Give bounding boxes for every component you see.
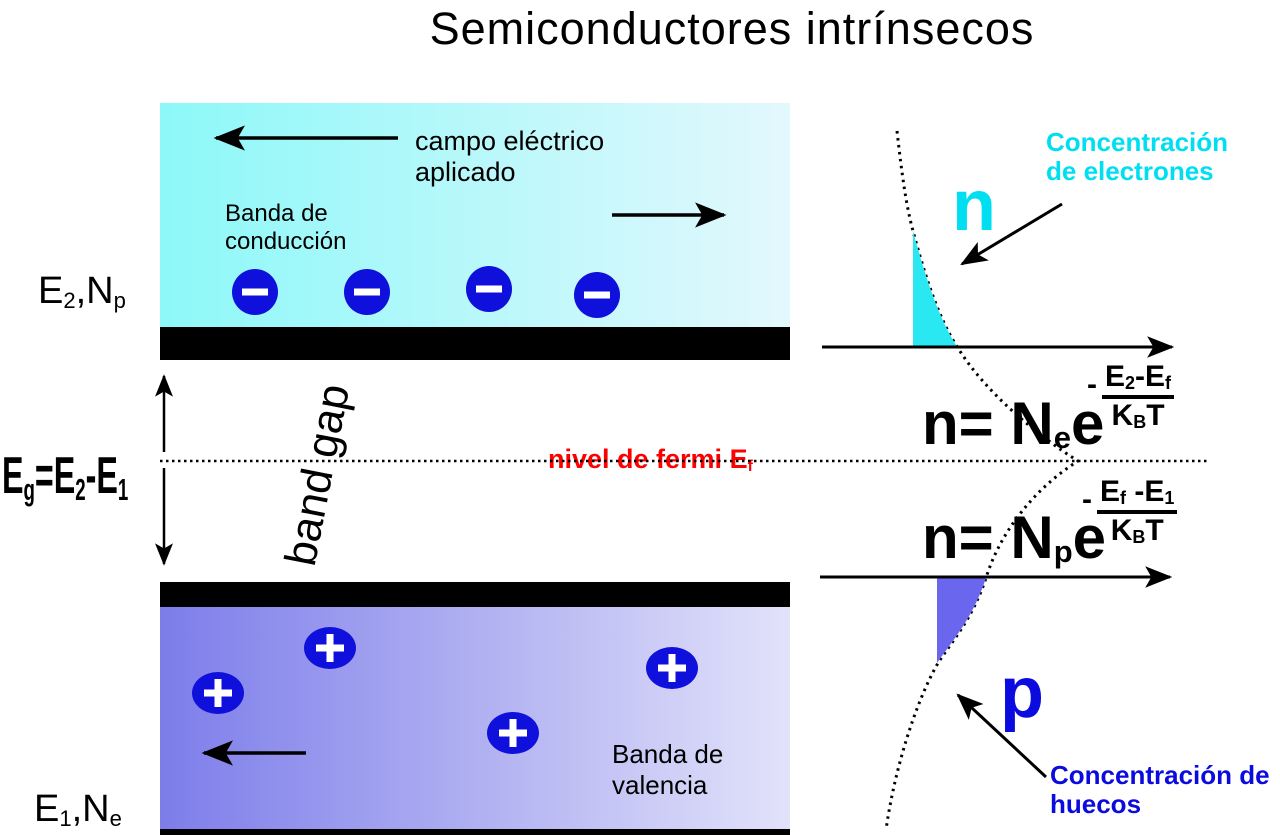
e2-np-label: E2,Np <box>38 270 126 313</box>
conduction-band-label-line1: Banda de <box>225 200 328 227</box>
den-t: T <box>1146 399 1165 432</box>
hole-particle <box>192 672 244 714</box>
hole-concentration-line1: Concentración de <box>1050 760 1270 790</box>
num-e1-sub: 1 <box>1164 487 1175 508</box>
e2-rest: ,N <box>75 270 114 312</box>
e1-nsub: e <box>109 805 122 831</box>
formula-p-lhs: n= N <box>922 504 1054 571</box>
electron-concentration-formula: n= Nee <box>922 389 1104 458</box>
electron-concentration-line1: Concentración <box>1046 127 1229 157</box>
den-k: K <box>1110 514 1133 547</box>
e1-ne-label: E1,Ne <box>34 788 122 831</box>
den-k-sub: B <box>1133 411 1147 432</box>
exp-denominator: KBT <box>1111 514 1164 548</box>
den-k-sub: B <box>1132 526 1146 547</box>
conduction-band-label: Banda de conducción <box>225 200 346 256</box>
valence-band-label-line1: Banda de <box>612 739 724 769</box>
valence-band-label: Banda de valencia <box>612 739 723 801</box>
valence-band <box>160 607 790 829</box>
valence-band-bottom-bar <box>160 829 790 835</box>
electron-particle <box>466 266 512 312</box>
minus-icon <box>354 288 380 296</box>
conduction-band-edge-bar <box>160 327 790 360</box>
exp-numerator: Ef -E1 <box>1097 475 1178 514</box>
plus-icon-vbar <box>668 654 676 682</box>
band-gap-label: band gap <box>275 380 360 570</box>
num-e2-sub: 2 <box>1125 372 1136 393</box>
bandgap-energy-label: Eg=E2-E1 <box>2 446 129 507</box>
eg-dash: -E <box>85 447 118 505</box>
hole-concentration-line2: huecos <box>1050 789 1142 819</box>
hole-particle <box>646 647 698 689</box>
electron-concentration-annotation: Concentración de electrones <box>1046 128 1228 186</box>
valence-band-label-line2: valencia <box>612 770 708 800</box>
electron-particle <box>232 269 278 315</box>
applied-field-label-line1: campo eléctrico <box>415 126 605 156</box>
valence-band-edge-bar <box>160 582 790 607</box>
applied-field-label: campo eléctrico aplicado <box>415 126 604 188</box>
den-k: K <box>1111 399 1134 432</box>
hole-concentration-region <box>937 578 986 663</box>
applied-field-label-line2: aplicado <box>415 157 516 187</box>
fermi-level-text: nivel de fermi E <box>548 444 748 474</box>
e1-rest: ,N <box>71 788 110 830</box>
hole-formula-exponent: - Ef -E1 KBT <box>1082 475 1178 548</box>
plus-icon-vbar <box>509 719 517 747</box>
fermi-level-label: nivel de fermi Ef <box>548 444 753 475</box>
num-e2: E <box>1105 360 1126 393</box>
electron-particle <box>574 272 620 318</box>
exp-minus-sign: - <box>1082 483 1092 516</box>
e1-sub: 1 <box>59 805 72 831</box>
num-e1: -E <box>1126 475 1165 508</box>
n-label: n <box>952 166 996 246</box>
electron-particle <box>344 269 390 315</box>
exp-numerator: E2-Ef <box>1102 360 1175 399</box>
num-ef: E <box>1100 475 1121 508</box>
p-label: p <box>1000 653 1044 733</box>
num-ef-sub: f <box>1165 372 1172 393</box>
hole-concentration-formula: n= Npe <box>922 503 1106 572</box>
formula-n-lhs-sub: e <box>1053 420 1071 456</box>
exp-fraction: E2-Ef KBT <box>1102 360 1175 433</box>
electron-concentration-line2: de electrones <box>1046 156 1214 186</box>
eg-e: E <box>2 447 24 505</box>
e1-base: E <box>34 788 60 830</box>
hole-particle <box>487 712 539 754</box>
electron-concentration-region <box>913 231 958 348</box>
e2-base: E <box>38 270 64 312</box>
exp-fraction: Ef -E1 KBT <box>1097 475 1178 548</box>
e2-nsub: p <box>113 287 126 313</box>
electron-formula-exponent: - E2-Ef KBT <box>1087 360 1175 433</box>
den-t: T <box>1145 514 1164 547</box>
conduction-band-label-line2: conducción <box>225 228 347 255</box>
num-ef-sub: f <box>1120 487 1127 508</box>
e2-sub: 2 <box>63 287 76 313</box>
hole-concentration-annotation: Concentración de huecos <box>1050 761 1270 819</box>
eg-1-sub: 1 <box>117 473 129 507</box>
formula-n-lhs: n= N <box>922 390 1054 457</box>
exp-denominator: KBT <box>1112 399 1165 433</box>
eg-2-sub: 2 <box>75 473 86 507</box>
minus-icon <box>584 291 610 299</box>
fermi-level-sub: f <box>747 458 753 476</box>
hole-particle <box>304 627 356 669</box>
minus-icon <box>476 285 502 293</box>
num-ef: -E <box>1135 360 1166 393</box>
formula-p-lhs-sub: p <box>1053 534 1073 570</box>
minus-icon <box>242 288 268 296</box>
plus-icon-vbar <box>326 634 334 662</box>
page-title: Semiconductores intrínsecos <box>429 3 1035 54</box>
exp-minus-sign: - <box>1087 368 1097 401</box>
eg-g-sub: g <box>23 473 35 507</box>
plus-icon-vbar <box>214 679 222 707</box>
eg-mid: =E <box>34 447 76 505</box>
